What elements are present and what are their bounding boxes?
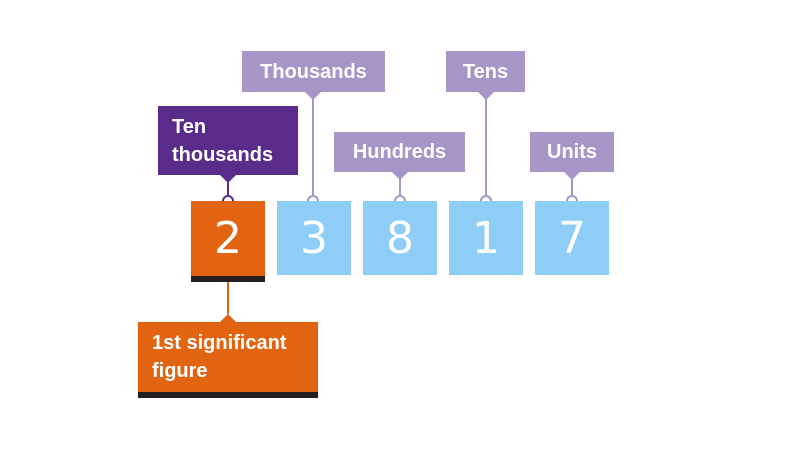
hundreds-pointer — [392, 172, 408, 180]
digit-tens: 1 — [449, 201, 523, 275]
significant-figure-label: 1st significant figure — [138, 322, 318, 398]
ten-thousands-label: Ten thousands — [158, 106, 298, 175]
significant-pointer — [220, 314, 236, 322]
ten-thousands-pointer — [220, 175, 236, 183]
hundreds-label: Hundreds — [334, 132, 465, 172]
thousands-pointer — [305, 92, 321, 100]
units-pointer — [564, 172, 580, 180]
thousands-label: Thousands — [242, 51, 385, 92]
digit-hundreds: 8 — [363, 201, 437, 275]
tens-pointer — [478, 92, 494, 100]
digit-ten-thousands: 2 — [191, 201, 265, 282]
tens-label: Tens — [446, 51, 525, 92]
units-label: Units — [530, 132, 614, 172]
digit-units: 7 — [535, 201, 609, 275]
digit-thousands: 3 — [277, 201, 351, 275]
